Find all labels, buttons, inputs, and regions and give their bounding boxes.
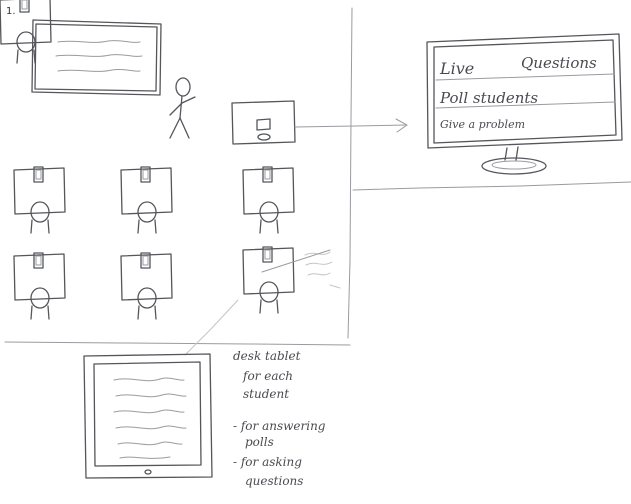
tablet-caption-line3: student: [243, 387, 289, 401]
desk-tablet: [83, 353, 213, 479]
monitor-line3: Give a problem: [440, 118, 525, 131]
student-desks: [0, 0, 295, 320]
teacher-desk: [231, 100, 296, 145]
student-desk: [242, 246, 295, 314]
tablet-uses: - for answering polls - for asking quest…: [233, 419, 326, 488]
tablet-caption: desk tablet for each student: [233, 349, 301, 401]
tablet-use-2-line2: questions: [245, 474, 303, 488]
tablet-use-1-line1: - for answering: [233, 419, 326, 433]
student-desk: [120, 252, 173, 320]
tablet-use-1-line2: polls: [245, 435, 274, 449]
teacher-figure: [169, 77, 196, 139]
student-desk: [13, 166, 66, 234]
monitor-line1-left: Live: [439, 59, 474, 78]
student-desk: [242, 166, 295, 234]
monitor: Live Questions Poll students Give a prob…: [426, 33, 623, 175]
student-desk: [13, 252, 66, 320]
tablet-caption-line1: desk tablet: [233, 349, 301, 363]
monitor-line2: Poll students: [439, 89, 538, 107]
section-dividers: [4, 7, 631, 356]
monitor-line1-right: Questions: [521, 54, 597, 72]
page-number: 1.: [6, 6, 16, 17]
arrow-to-monitor: [294, 118, 408, 133]
student-desk: [0, 0, 52, 64]
student-desk: [120, 166, 173, 234]
whiteboard: [31, 19, 162, 96]
tablet-use-2-line1: - for asking: [233, 455, 302, 469]
margin-scribble: [261, 249, 341, 289]
tablet-caption-line2: for each: [242, 369, 293, 383]
